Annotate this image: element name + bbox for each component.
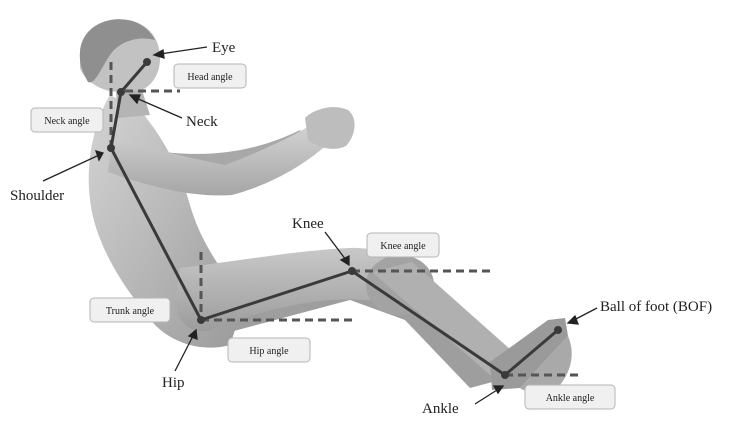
ankle-label: Ankle bbox=[422, 401, 459, 417]
shoulder-label: Shoulder bbox=[10, 188, 64, 204]
head-angle-box: Head angle bbox=[174, 64, 246, 88]
hip-angle-box: Hip angle bbox=[228, 338, 310, 362]
ankle-angle-text: Ankle angle bbox=[546, 393, 595, 404]
bof-joint bbox=[554, 326, 562, 334]
ankle-arrow bbox=[475, 390, 497, 404]
eye-arrow bbox=[160, 47, 207, 54]
mannequin bbox=[80, 19, 572, 393]
hand-shape bbox=[305, 107, 355, 149]
neck-label: Neck bbox=[186, 114, 218, 130]
ankle-arrowhead bbox=[494, 386, 503, 393]
neck-angle-text: Neck angle bbox=[44, 116, 90, 127]
eye-joint bbox=[143, 58, 151, 66]
trunk-angle-box: Trunk angle bbox=[90, 298, 170, 322]
trunk-angle-text: Trunk angle bbox=[106, 306, 155, 317]
bof-label: Ball of foot (BOF) bbox=[600, 299, 712, 315]
eye-label: Eye bbox=[212, 40, 236, 56]
knee-angle-box: Knee angle bbox=[367, 233, 439, 257]
ankle-angle-box: Ankle angle bbox=[525, 385, 615, 409]
hip-label: Hip bbox=[162, 375, 185, 391]
knee-angle-text: Knee angle bbox=[380, 241, 426, 252]
neck-angle-box: Neck angle bbox=[31, 108, 103, 132]
bof-arrowhead bbox=[568, 316, 578, 324]
shoulder-joint bbox=[107, 144, 115, 152]
ankle-joint bbox=[501, 371, 509, 379]
bof-arrow bbox=[574, 308, 597, 320]
hip-joint bbox=[197, 316, 205, 324]
knee-joint bbox=[348, 267, 356, 275]
head-angle-text: Head angle bbox=[187, 72, 233, 83]
neck-joint bbox=[117, 88, 125, 96]
knee-label: Knee bbox=[292, 216, 324, 232]
hip-angle-text: Hip angle bbox=[249, 346, 289, 357]
